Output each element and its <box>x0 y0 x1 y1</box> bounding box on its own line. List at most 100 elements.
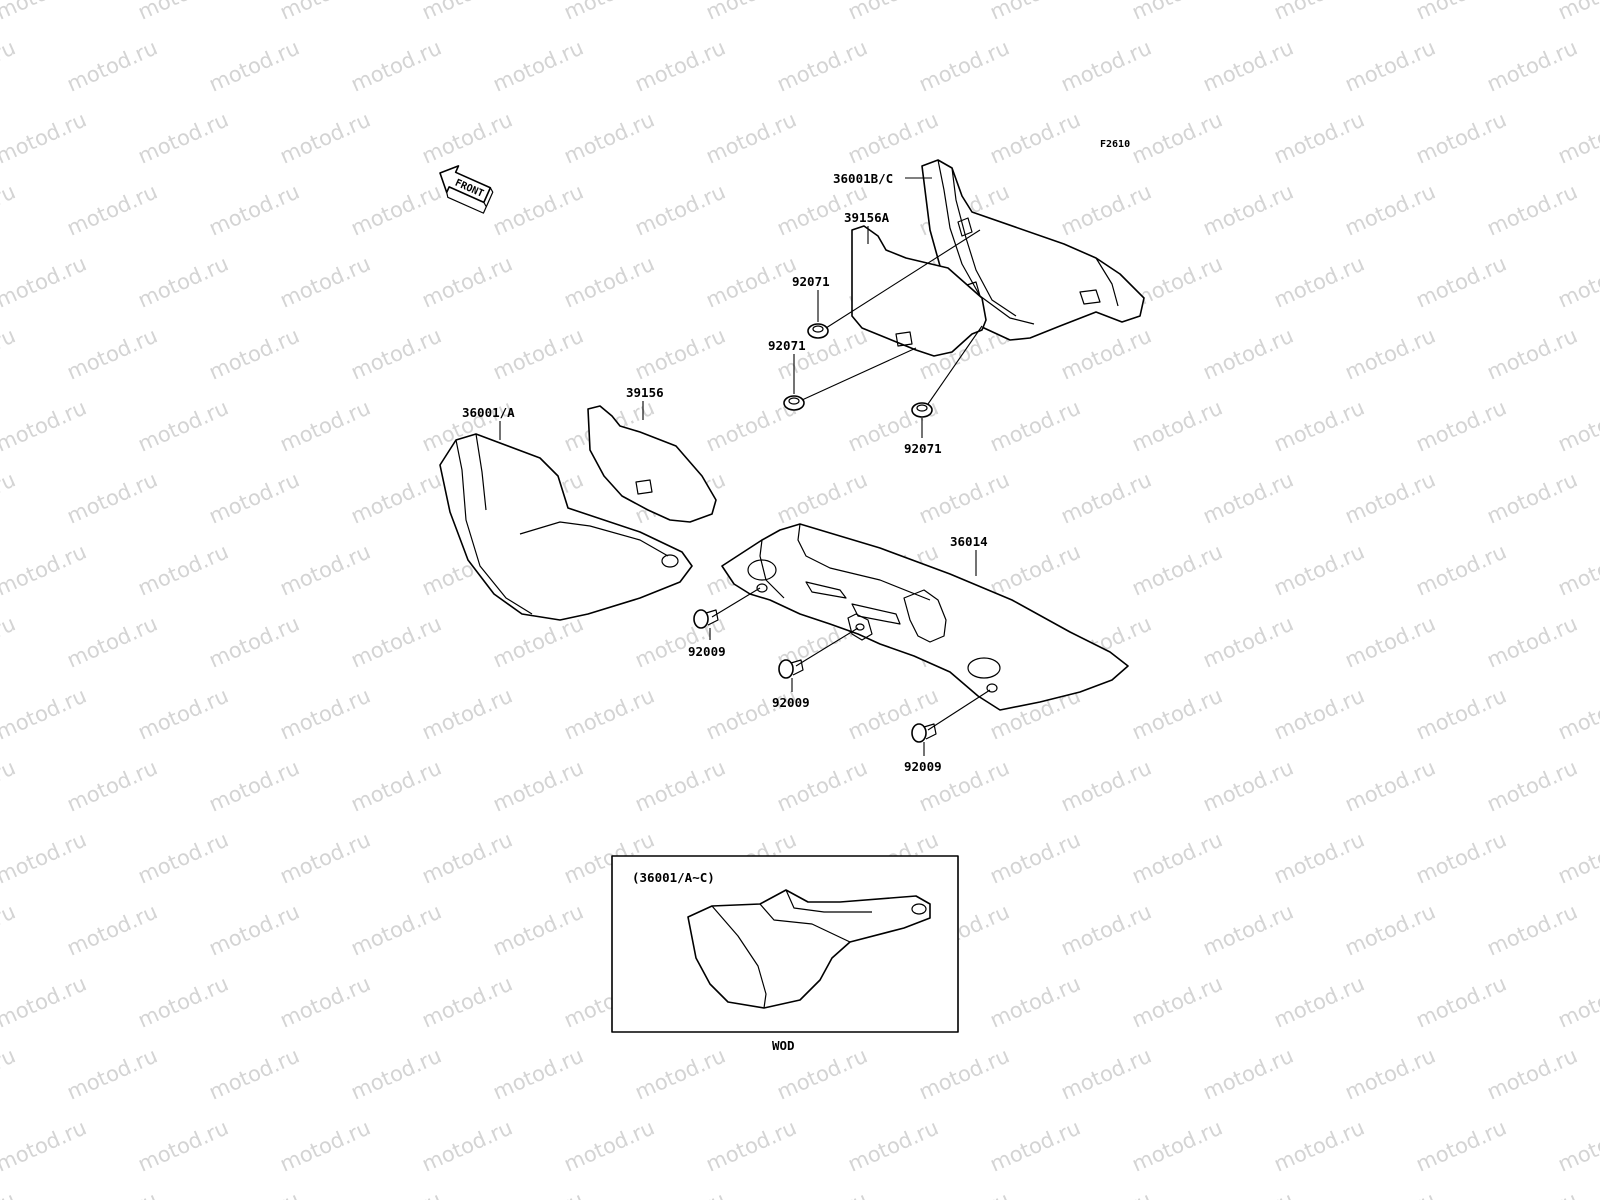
watermark-text: motod.ru <box>1270 0 1368 25</box>
watermark-text: motod.ru <box>1341 1043 1439 1104</box>
front-arrow-icon: FRONT <box>439 165 494 214</box>
chain-cover <box>721 523 1129 711</box>
watermark-text: motod.ru <box>63 323 161 384</box>
watermark-text: motod.ru <box>1412 0 1510 25</box>
label-92009-3: 92009 <box>904 759 942 774</box>
watermark-text: motod.ru <box>0 1187 19 1200</box>
watermark-text: motod.ru <box>1057 1187 1155 1200</box>
watermark-text: motod.ru <box>276 0 374 25</box>
label-92071-lower: 92071 <box>904 441 942 456</box>
watermark-text: motod.ru <box>134 1115 232 1176</box>
watermark-text: motod.ru <box>489 1187 587 1200</box>
watermark-text: motod.ru <box>276 539 374 600</box>
watermark-text: motod.ru <box>418 971 516 1032</box>
label-36001a: 36001/A <box>462 405 515 420</box>
watermark-text: motod.ru <box>986 395 1084 456</box>
watermark-text: motod.ru <box>1270 683 1368 744</box>
watermark-text: motod.ru <box>0 395 90 456</box>
watermark-text: motod.ru <box>773 35 871 96</box>
label-39156: 39156 <box>626 385 664 400</box>
watermark-text: motod.ru <box>1199 323 1297 384</box>
watermark-text: motod.ru <box>347 179 445 240</box>
leader-lines <box>499 177 991 756</box>
watermark-text: motod.ru <box>418 1115 516 1176</box>
watermark-text: motod.ru <box>63 467 161 528</box>
watermark-text: motod.ru <box>418 107 516 168</box>
watermark-text: motod.ru <box>986 107 1084 168</box>
watermark-text: motod.ru <box>347 1187 445 1200</box>
watermark-text: motod.ru <box>1128 395 1226 456</box>
watermark-text: motod.ru <box>1483 35 1581 96</box>
label-92009-2: 92009 <box>772 695 810 710</box>
watermark-text: motod.ru <box>1341 467 1439 528</box>
watermark-text: motod.ru <box>418 683 516 744</box>
watermark-text: motod.ru <box>489 35 587 96</box>
watermark-text: motod.ru <box>1199 467 1297 528</box>
watermark-text: motod.ru <box>205 899 303 960</box>
watermark-text: motod.ru <box>1412 107 1510 168</box>
watermark-text: motod.ru <box>631 1187 729 1200</box>
watermark-text: motod.ru <box>560 251 658 312</box>
watermark-text: motod.ru <box>0 539 90 600</box>
watermark-text: motod.ru <box>276 107 374 168</box>
watermark-text: motod.ru <box>1341 755 1439 816</box>
watermark-text: motod.ru <box>1270 251 1368 312</box>
label-92009-1: 92009 <box>688 644 726 659</box>
watermark-text: motod.ru <box>1270 539 1368 600</box>
watermark-text: motod.ru <box>986 971 1084 1032</box>
watermark-text: motod.ru <box>1412 971 1510 1032</box>
watermark-text: motod.ru <box>1554 971 1600 1032</box>
watermark-text: motod.ru <box>1270 827 1368 888</box>
watermark-text: motod.ru <box>1128 683 1226 744</box>
watermark-text: motod.ru <box>63 1043 161 1104</box>
watermark-text: motod.ru <box>276 683 374 744</box>
watermark-text: motod.ru <box>1341 323 1439 384</box>
watermark-text: motod.ru <box>1341 611 1439 672</box>
watermark-text: motod.ru <box>276 395 374 456</box>
watermark-text: motod.ru <box>205 1043 303 1104</box>
watermark-text: motod.ru <box>347 467 445 528</box>
inset-label: (36001/A~C) <box>632 870 715 885</box>
watermark-text: motod.ru <box>1483 755 1581 816</box>
watermark-text: motod.ru <box>1128 971 1226 1032</box>
watermark-text: motod.ru <box>915 35 1013 96</box>
watermark-text: motod.ru <box>347 611 445 672</box>
watermark-text: motod.ru <box>1057 899 1155 960</box>
watermark-text: motod.ru <box>1341 899 1439 960</box>
bolt-3 <box>911 723 937 743</box>
watermark-text: motod.ru <box>1057 467 1155 528</box>
watermark-text: motod.ru <box>1483 179 1581 240</box>
watermark-text: motod.ru <box>986 1115 1084 1176</box>
watermark-text: motod.ru <box>134 539 232 600</box>
watermark-text: motod.ru <box>560 107 658 168</box>
watermark-text: motod.ru <box>1554 251 1600 312</box>
watermark-text: motod.ru <box>631 179 729 240</box>
watermark-text: motod.ru <box>276 971 374 1032</box>
label-36001bc: 36001B/C <box>833 171 893 186</box>
grommet-middle <box>783 395 805 411</box>
watermark-text: motod.ru <box>63 179 161 240</box>
watermark-text: motod.ru <box>986 539 1084 600</box>
watermark-text: motod.ru <box>0 0 90 25</box>
watermark-text: motod.ru <box>560 683 658 744</box>
watermark-text: motod.ru <box>1412 395 1510 456</box>
watermark-text: motod.ru <box>631 35 729 96</box>
watermark-text: motod.ru <box>1412 827 1510 888</box>
watermark-text: motod.ru <box>63 1187 161 1200</box>
watermark-text: motod.ru <box>1483 323 1581 384</box>
watermark-text: motod.ru <box>0 899 19 960</box>
watermark-text: motod.ru <box>276 251 374 312</box>
watermark-text: motod.ru <box>1270 107 1368 168</box>
watermark-text: motod.ru <box>1270 1115 1368 1176</box>
watermark-text: motod.ru <box>1554 683 1600 744</box>
watermark-text: motod.ru <box>489 179 587 240</box>
watermark-text: motod.ru <box>986 827 1084 888</box>
watermark-text: motod.ru <box>631 755 729 816</box>
watermark-text: motod.ru <box>418 0 516 25</box>
watermark-text: motod.ru <box>1199 1043 1297 1104</box>
watermark-text: motod.ru <box>489 899 587 960</box>
watermark-text: motod.ru <box>702 107 800 168</box>
watermark-text: motod.ru <box>1554 827 1600 888</box>
watermark-text: motod.ru <box>1483 899 1581 960</box>
watermark-text: motod.ru <box>134 0 232 25</box>
